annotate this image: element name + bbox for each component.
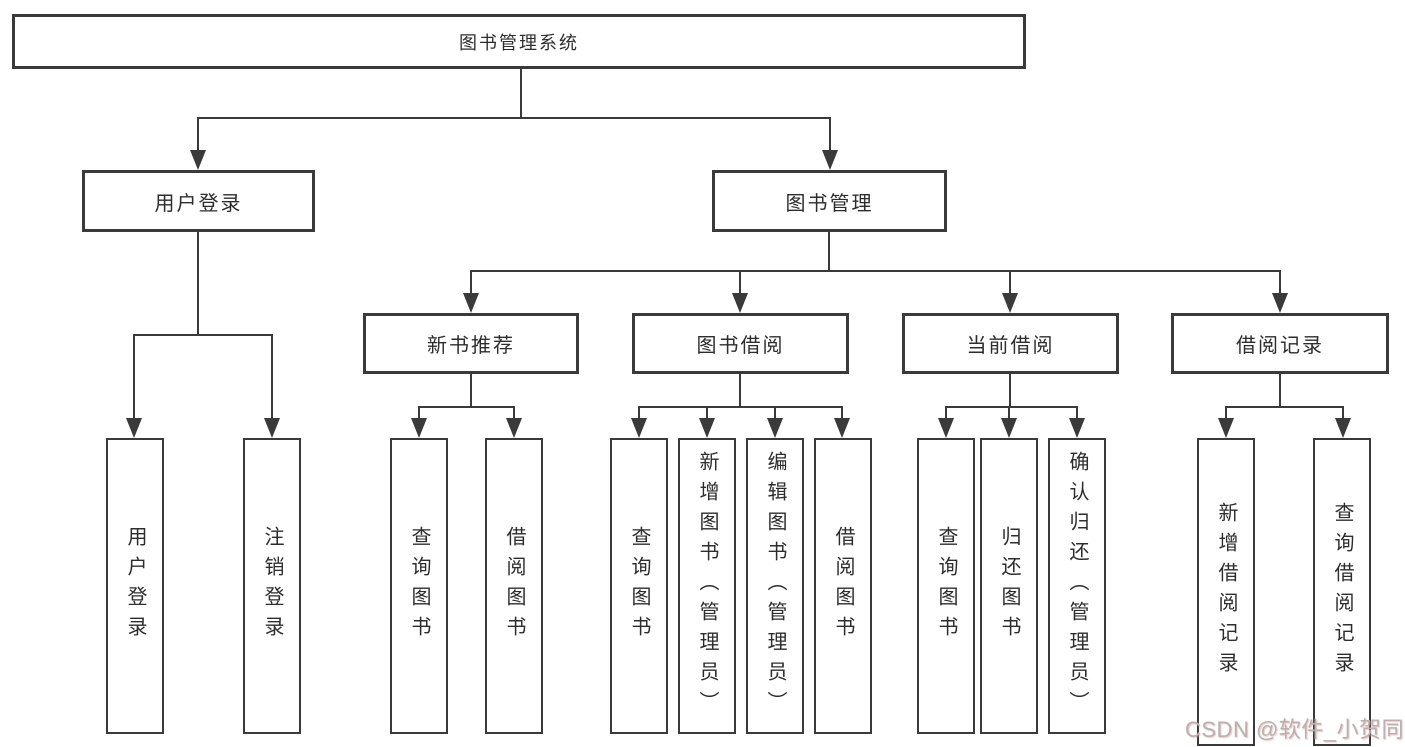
connector bbox=[1225, 406, 1227, 420]
connector bbox=[1009, 270, 1011, 294]
arrow-down-icon bbox=[411, 418, 427, 438]
connector bbox=[1076, 406, 1078, 420]
leaf-search-borrow-record: 查询借阅记录 bbox=[1313, 438, 1371, 746]
leaf-return-books: 归还图书 bbox=[980, 438, 1038, 734]
connector bbox=[1009, 373, 1011, 408]
connector bbox=[706, 406, 708, 420]
connector bbox=[1008, 406, 1010, 420]
arrow-down-icon bbox=[732, 293, 748, 313]
csdn-watermark: CSDN @软件_小贺同学 bbox=[1185, 717, 1405, 742]
leaf-borrow-books: 借阅图书 bbox=[814, 438, 872, 734]
leaf-search-books-recommend: 查询图书 bbox=[390, 438, 448, 734]
arrow-down-icon bbox=[834, 418, 850, 438]
leaf-borrow-books-recommend: 借阅图书 bbox=[485, 438, 543, 734]
arrow-down-icon bbox=[126, 418, 142, 438]
leaf-confirm-return-admin: 确认归还（管理员） bbox=[1048, 438, 1106, 734]
connector bbox=[638, 406, 640, 420]
connector bbox=[418, 406, 420, 420]
arrow-down-icon bbox=[506, 418, 522, 438]
arrow-down-icon bbox=[631, 418, 647, 438]
connector bbox=[1225, 406, 1344, 408]
connector bbox=[638, 406, 843, 408]
connector bbox=[197, 231, 199, 336]
connector bbox=[841, 406, 843, 420]
leaf-user-login: 用户登录 bbox=[106, 438, 164, 734]
leaf-search-books-borrowing: 查询图书 bbox=[610, 438, 668, 734]
arrow-down-icon bbox=[699, 418, 715, 438]
leaf-search-books-current: 查询图书 bbox=[917, 438, 975, 734]
node-new-book-recommendation: 新书推荐 bbox=[363, 313, 579, 374]
connector bbox=[470, 270, 1281, 272]
connector bbox=[520, 69, 522, 118]
connector bbox=[828, 231, 830, 272]
connector bbox=[945, 406, 947, 420]
connector bbox=[133, 334, 135, 418]
connector bbox=[470, 373, 472, 408]
node-book-management: 图书管理 bbox=[712, 170, 947, 232]
arrow-down-icon bbox=[1002, 293, 1018, 313]
arrow-down-icon bbox=[1335, 418, 1351, 438]
node-borrowing-records: 借阅记录 bbox=[1171, 313, 1389, 374]
arrow-down-icon bbox=[190, 150, 206, 170]
leaf-add-borrow-record: 新增借阅记录 bbox=[1197, 438, 1255, 746]
connector bbox=[470, 270, 472, 294]
leaf-add-books-admin: 新增图书（管理员） bbox=[678, 438, 736, 734]
connector bbox=[197, 117, 199, 155]
leaf-logout: 注销登录 bbox=[243, 438, 301, 734]
arrow-down-icon bbox=[1001, 418, 1017, 438]
arrow-down-icon bbox=[1272, 293, 1288, 313]
connector bbox=[739, 270, 741, 294]
arrow-down-icon bbox=[1069, 418, 1085, 438]
node-root-library-management-system: 图书管理系统 bbox=[12, 14, 1026, 69]
connector bbox=[739, 373, 741, 408]
arrow-down-icon bbox=[938, 418, 954, 438]
arrow-down-icon bbox=[1218, 418, 1234, 438]
arrow-down-icon bbox=[264, 418, 280, 438]
arrow-down-icon bbox=[822, 150, 838, 170]
connector bbox=[1279, 373, 1281, 408]
connector bbox=[774, 406, 776, 420]
connector bbox=[513, 406, 515, 420]
arrow-down-icon bbox=[767, 418, 783, 438]
connector bbox=[1342, 406, 1344, 420]
node-book-borrowing: 图书借阅 bbox=[632, 313, 849, 374]
connector bbox=[197, 117, 831, 119]
connector bbox=[945, 406, 1078, 408]
connector bbox=[418, 406, 515, 408]
connector bbox=[1279, 270, 1281, 294]
connector bbox=[133, 334, 273, 336]
node-current-borrowing: 当前借阅 bbox=[902, 313, 1119, 374]
connector bbox=[271, 334, 273, 418]
connector bbox=[829, 117, 831, 155]
node-user-login: 用户登录 bbox=[82, 170, 315, 232]
arrow-down-icon bbox=[463, 293, 479, 313]
leaf-edit-books-admin: 编辑图书（管理员） bbox=[746, 438, 804, 734]
